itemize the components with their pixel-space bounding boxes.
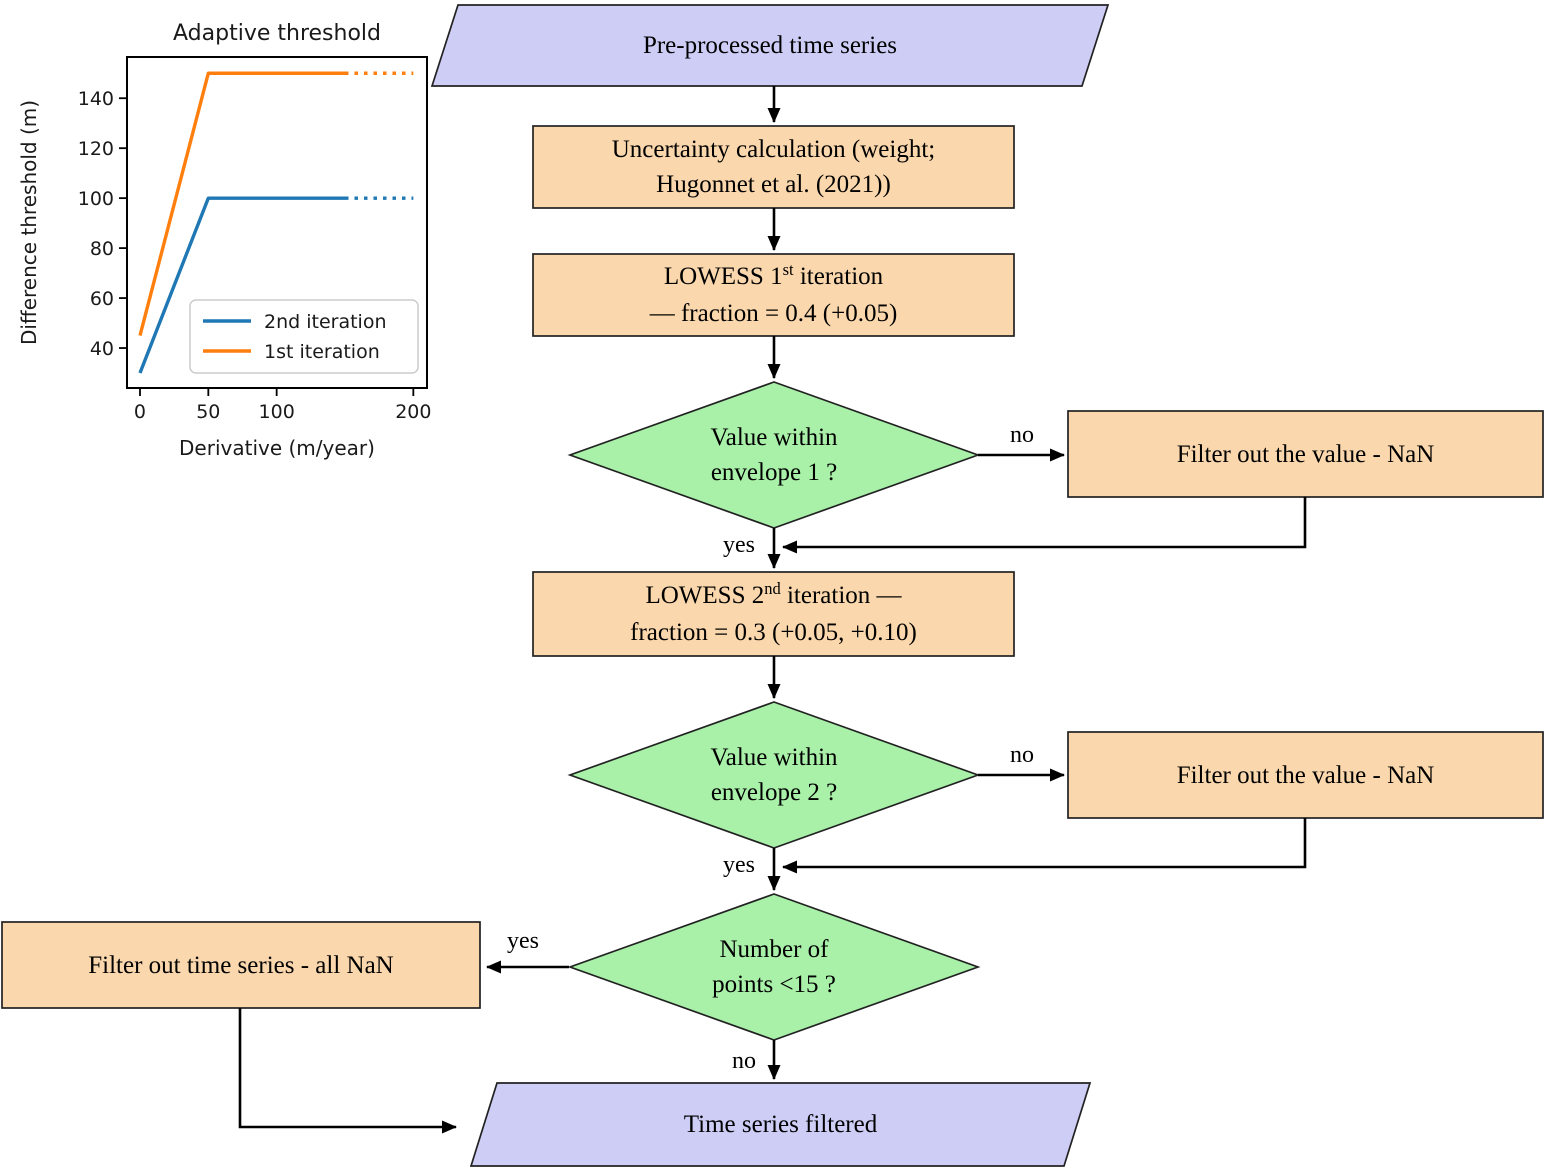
series-line-1st-iteration xyxy=(138,71,345,336)
edge-filter-all-to-end xyxy=(238,1008,457,1134)
start-parallelogram xyxy=(430,4,1110,87)
legend-label: 2nd iteration xyxy=(264,311,387,333)
edge-filter1-return xyxy=(782,497,1307,554)
decision3-diamond xyxy=(567,893,981,1041)
filter2-box xyxy=(1067,731,1544,819)
series-line-2nd-iteration xyxy=(138,196,345,374)
lowess2-box xyxy=(532,571,1015,657)
uncertainty-box xyxy=(532,125,1015,209)
y-tick-label: 120 xyxy=(78,138,114,160)
x-tick-label: 50 xyxy=(196,401,220,423)
x-tick-label: 0 xyxy=(134,401,146,423)
y-tick-label: 80 xyxy=(90,238,114,260)
legend-box xyxy=(189,299,419,374)
decision2-diamond xyxy=(567,701,981,849)
y-tick-label: 100 xyxy=(78,188,114,210)
filter-all-box xyxy=(1,921,481,1009)
edge-filter2-return xyxy=(782,818,1307,874)
x-tick-label: 100 xyxy=(259,401,295,423)
y-tick-label: 140 xyxy=(78,88,114,110)
adaptive-threshold-chart: 0 50 100 200 40 60 80 100 120 140 Adaptive thresho… xyxy=(17,21,431,460)
end-parallelogram xyxy=(469,1082,1092,1167)
lowess1-box xyxy=(532,253,1015,337)
filter1-box xyxy=(1067,410,1544,498)
y-axis-label: Difference threshold (m) xyxy=(17,100,41,345)
y-tick-label: 60 xyxy=(90,288,114,310)
x-axis-label: Derivative (m/year) xyxy=(179,436,375,460)
y-tick-label: 40 xyxy=(90,338,114,360)
chart-title: Adaptive threshold xyxy=(173,21,381,46)
decision1-diamond xyxy=(567,381,981,529)
x-tick-label: 200 xyxy=(395,401,431,423)
legend-label: 1st iteration xyxy=(264,341,380,363)
